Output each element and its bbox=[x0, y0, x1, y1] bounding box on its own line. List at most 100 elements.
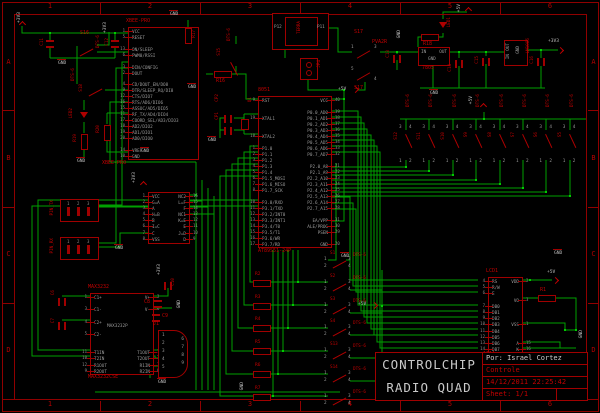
resistor-label: R7 bbox=[255, 385, 261, 391]
frame-col-label: 4 bbox=[300, 3, 401, 14]
capacitor-c16[interactable] bbox=[537, 58, 545, 66]
switch-dts6[interactable]: DTS-6 1 2 3 4 bbox=[324, 390, 366, 406]
jumper-jp4[interactable] bbox=[300, 58, 318, 80]
frame-col-label: 1 bbox=[0, 3, 101, 14]
switch-dts6[interactable]: S1 DTS-6 1 2 3 4 bbox=[324, 251, 366, 269]
resistor-r17[interactable] bbox=[185, 28, 192, 44]
switch-dts6[interactable]: DTS-6 S9 3 4 1 2 bbox=[464, 94, 485, 168]
max-value: MAX3232CSE bbox=[88, 374, 119, 380]
r16-label: R16 bbox=[216, 78, 226, 84]
switch-pin: 2 bbox=[572, 159, 576, 164]
s18-label: S18 bbox=[79, 84, 84, 92]
header-pin-rx[interactable]: 1 2 3 bbox=[60, 237, 99, 260]
led2-diode-icon[interactable] bbox=[80, 112, 88, 118]
switch-dts6[interactable]: S14 DTS-6 1 2 3 4 bbox=[324, 365, 366, 383]
pin-label: A bbox=[152, 207, 155, 213]
reg-out-label: OUT bbox=[506, 43, 511, 51]
pin-number: 19 bbox=[113, 129, 133, 135]
pin-label: C1- bbox=[94, 308, 102, 314]
capacitor-cp1[interactable] bbox=[224, 127, 232, 135]
switch-dts6[interactable]: S13 DTS-6 1 2 3 4 bbox=[324, 342, 366, 360]
pin-number: 18 bbox=[243, 133, 263, 139]
pin-number: 3 bbox=[87, 201, 90, 206]
led1-diode-icon[interactable] bbox=[439, 22, 447, 28]
pin-number: 9 bbox=[113, 88, 133, 93]
net-label-5v: +5V bbox=[358, 302, 367, 307]
pin-label: P2.5_A13 bbox=[307, 195, 328, 200]
terra-connector-inner: TERRA bbox=[285, 17, 318, 46]
switch-pin: 1 bbox=[324, 302, 327, 308]
resistor-r1[interactable] bbox=[538, 295, 556, 302]
capacitor-c9[interactable] bbox=[152, 314, 160, 322]
capacitor-c7[interactable] bbox=[58, 322, 66, 330]
pin-number: 17 bbox=[243, 241, 263, 247]
switch-dts6[interactable]: S3 DTS-6 1 2 3 4 bbox=[324, 297, 366, 315]
pin-label: K=E bbox=[178, 219, 186, 225]
capacitor-cp2[interactable] bbox=[224, 115, 232, 123]
switch-dts6[interactable]: DTS-6 S6 3 4 1 2 bbox=[534, 94, 555, 168]
resistor-r16[interactable] bbox=[214, 71, 232, 78]
pin-label: DB7 bbox=[492, 348, 500, 354]
jp4-label: JP4 bbox=[317, 60, 322, 68]
capacitor-c13[interactable] bbox=[393, 55, 401, 63]
resistor-r19[interactable] bbox=[81, 134, 88, 150]
capacitor-c6[interactable] bbox=[58, 298, 66, 306]
switch-dts6[interactable]: S2 DTS-6 1 2 3 4 bbox=[324, 274, 366, 292]
switch-dts6[interactable]: S4 DTS-6 1 2 3 4 bbox=[324, 320, 366, 338]
pin-label: DB6 bbox=[492, 341, 500, 347]
s17-pin: 3 bbox=[374, 45, 377, 50]
switch-dts6[interactable]: DTS-6 S11 3 4 1 2 bbox=[417, 94, 438, 168]
c16-label: C16 bbox=[530, 56, 535, 64]
header-pin-tx[interactable]: 1 2 3 bbox=[60, 199, 99, 222]
capacitor-c14[interactable] bbox=[455, 60, 463, 68]
pin-label: EA/VPP bbox=[312, 219, 328, 224]
regulator-lm1086[interactable]: OUT IN GND bbox=[504, 40, 528, 66]
switch-pin: 1 bbox=[516, 159, 519, 164]
capacitor-c11[interactable] bbox=[46, 40, 54, 48]
crystal-q1[interactable] bbox=[241, 119, 249, 130]
switch-dts6[interactable]: DTS-6 S12 3 4 1 2 bbox=[394, 94, 415, 168]
c8-label: C8 bbox=[144, 299, 151, 305]
pin-number: 7 bbox=[473, 303, 493, 309]
switch-pin: 3 bbox=[562, 125, 566, 130]
switch-pin: 3 bbox=[445, 125, 449, 130]
capacitor-c15[interactable] bbox=[482, 58, 490, 66]
regulator-7805[interactable]: IN OUT GND bbox=[418, 47, 450, 66]
switch-pin: 2 bbox=[324, 332, 327, 338]
pin-label: NC2 bbox=[178, 195, 186, 200]
pin-number: 2 bbox=[518, 278, 538, 284]
resistor-r18[interactable] bbox=[421, 34, 439, 41]
capacitor-c10[interactable] bbox=[164, 282, 172, 290]
switch-value: DTS-6 bbox=[353, 253, 366, 258]
s17-pin: 4 bbox=[374, 77, 377, 82]
switch-dts6[interactable]: DTS-6 S10 3 4 1 2 bbox=[441, 94, 462, 168]
switch-dts6[interactable]: DTS-6 S8 3 4 1 2 bbox=[488, 94, 509, 168]
switch-dts6[interactable]: DTS-6 S5 3 4 1 2 bbox=[558, 94, 579, 168]
pin-label: P2.6_A14 bbox=[307, 201, 328, 206]
pin-number: 8 bbox=[473, 309, 493, 315]
capacitor-c8[interactable] bbox=[154, 300, 162, 308]
pin-label: I=C bbox=[152, 225, 160, 231]
switch-actuator-icon bbox=[332, 306, 347, 315]
pin-label: DB2 bbox=[492, 317, 500, 323]
capacitor-c12[interactable] bbox=[111, 40, 119, 48]
resistor-r20[interactable] bbox=[104, 125, 111, 141]
switch-pin: 1 bbox=[324, 348, 327, 354]
switch-dts6[interactable]: DTS-6 S7 3 4 1 2 bbox=[511, 94, 532, 168]
